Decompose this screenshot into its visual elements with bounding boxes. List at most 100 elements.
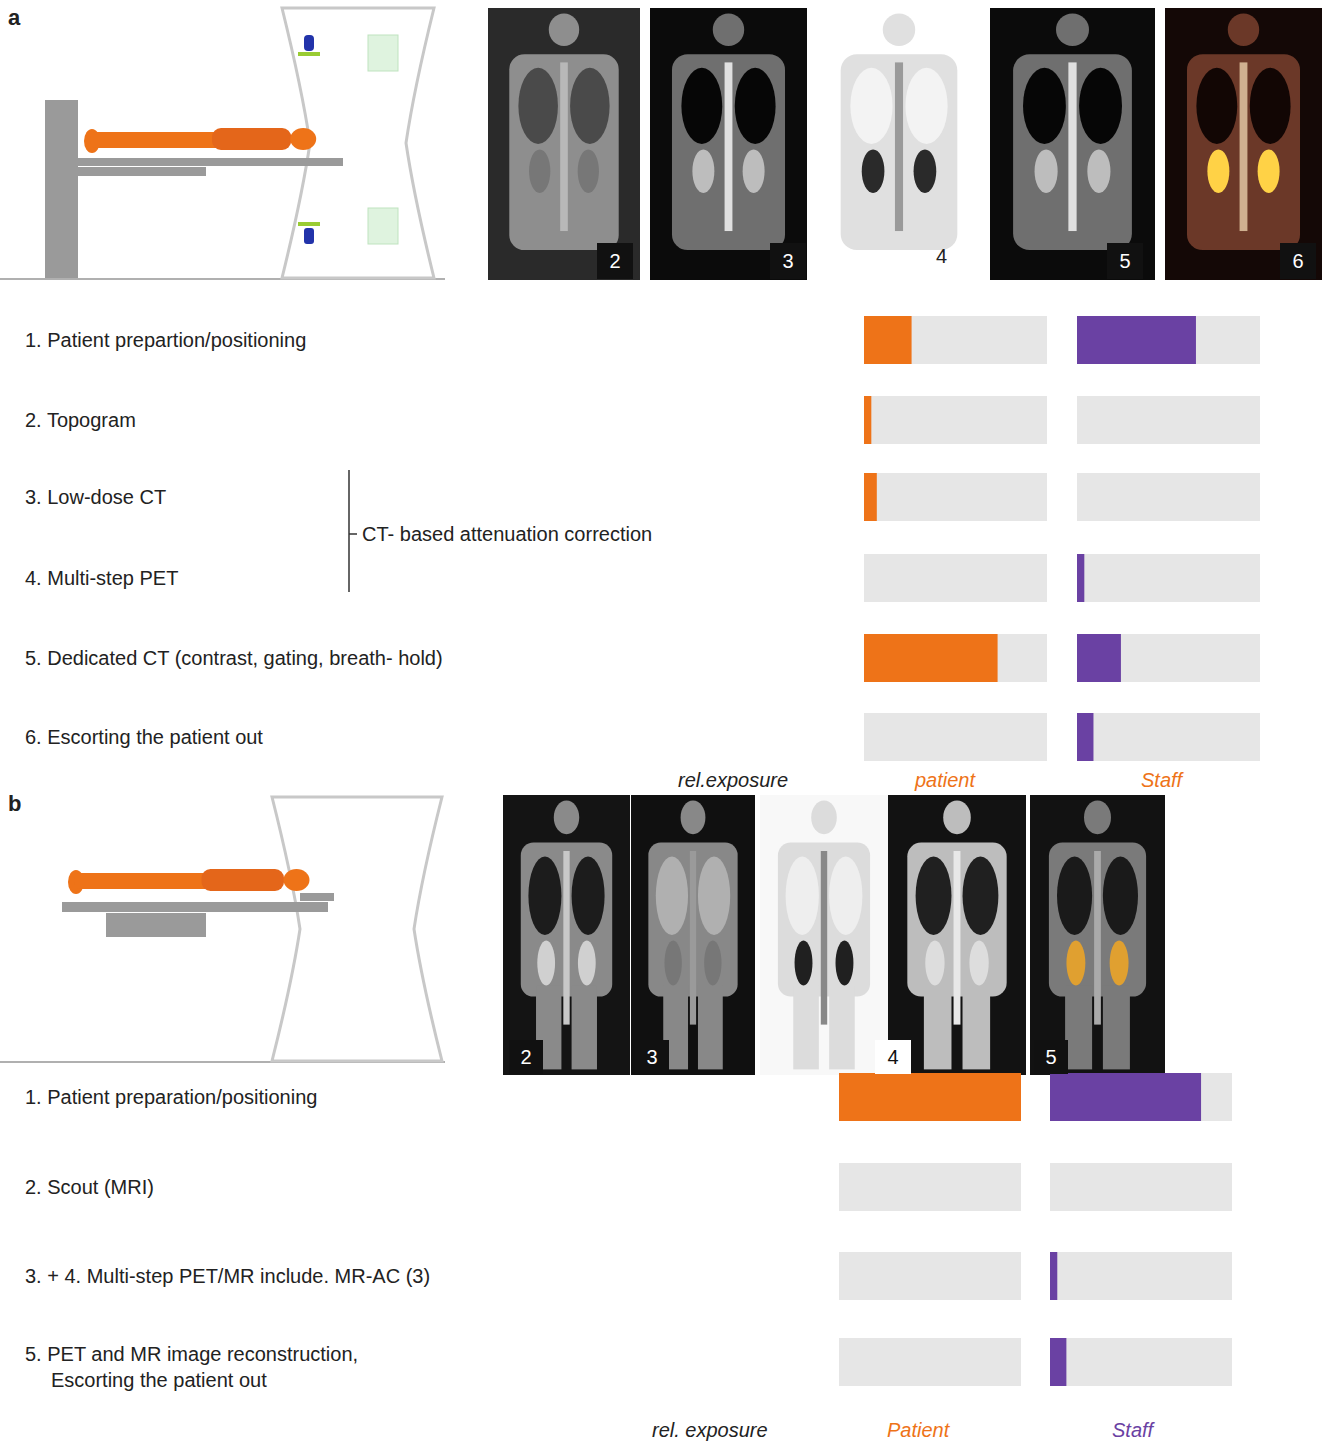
bar-track — [1050, 1163, 1232, 1211]
callout-number: 3 — [646, 1046, 657, 1069]
kidney — [529, 149, 550, 193]
callout-box: 3 — [770, 243, 806, 279]
scan-image — [650, 8, 807, 280]
table-support — [66, 167, 206, 176]
spine — [725, 62, 733, 231]
head — [1084, 801, 1111, 835]
scan-image — [760, 795, 888, 1075]
table-top — [62, 902, 328, 912]
callout-box: 5 — [1107, 243, 1143, 279]
patient-bar — [864, 396, 871, 444]
lung — [905, 68, 947, 144]
kidney — [664, 941, 681, 986]
head — [883, 13, 915, 46]
ct-tube — [304, 35, 314, 51]
kidney — [1087, 149, 1110, 193]
row-label: 1. Patient preparation/positioning — [25, 1084, 317, 1110]
pet-ring — [368, 208, 398, 244]
lung — [1057, 857, 1092, 935]
lung — [570, 68, 610, 144]
image-ground — [760, 795, 888, 1075]
callout-number: 2 — [520, 1046, 531, 1069]
staff-bar — [1077, 316, 1196, 364]
lung — [1023, 68, 1066, 144]
kidney — [692, 149, 714, 193]
lung — [1103, 857, 1138, 935]
lung — [829, 857, 862, 935]
kidney — [1066, 941, 1085, 986]
bar-track — [1077, 554, 1260, 602]
bar-track — [1077, 473, 1260, 521]
lung — [572, 857, 605, 935]
torso — [841, 54, 958, 250]
bar-track — [864, 396, 1047, 444]
callout-box: 3 — [635, 1040, 669, 1074]
staff-bar — [1077, 554, 1084, 602]
kidney — [578, 941, 596, 986]
leg — [572, 985, 597, 1069]
kidney — [914, 149, 937, 193]
lung — [656, 857, 688, 935]
gantry-outline — [272, 797, 442, 1061]
kidney — [1110, 941, 1129, 986]
bar-track — [864, 713, 1047, 761]
bar-track — [1050, 1252, 1232, 1300]
patient-figure — [84, 128, 316, 153]
lung — [681, 68, 722, 144]
bar-track — [1077, 713, 1260, 761]
callout-number: 4 — [936, 243, 947, 269]
spine — [954, 851, 961, 1025]
callout-number: 5 — [1045, 1046, 1056, 1069]
image-ground — [818, 8, 980, 280]
callout-box: 2 — [597, 243, 633, 279]
head — [811, 801, 837, 835]
panel-letter: a — [8, 4, 20, 33]
table-pedestal — [45, 100, 78, 278]
head — [1056, 13, 1089, 46]
kidney — [862, 149, 885, 193]
lung — [963, 857, 999, 935]
bar-track — [839, 1073, 1021, 1121]
bar-track — [1050, 1073, 1232, 1121]
leg — [698, 985, 723, 1069]
lung — [1250, 68, 1291, 144]
callout-box: 5 — [1034, 1040, 1068, 1074]
lung — [518, 68, 558, 144]
panel-letter: b — [8, 790, 21, 819]
row-label: 5. Dedicated CT (contrast, gating, breat… — [25, 645, 443, 671]
torso — [672, 54, 785, 250]
bar-track — [839, 1163, 1021, 1211]
torso — [509, 54, 618, 250]
patient-bar — [839, 1073, 1021, 1121]
kidney — [795, 941, 813, 986]
leg — [1065, 985, 1092, 1069]
table-pedestal — [106, 913, 206, 937]
bracket-label: CT- based attenuation correction — [360, 521, 654, 547]
torso — [212, 128, 291, 150]
column-header: Staff — [1112, 1417, 1153, 1443]
head — [549, 13, 579, 46]
scan-image — [818, 8, 980, 280]
bar-track — [864, 473, 1047, 521]
bar-track — [839, 1252, 1021, 1300]
row-label: 6. Escorting the patient out — [25, 724, 263, 750]
callout-number: 6 — [1292, 250, 1303, 273]
callout-number: 5 — [1119, 250, 1130, 273]
kidney — [743, 149, 765, 193]
leg — [793, 985, 819, 1069]
kidney — [969, 941, 988, 986]
callout-box: 6 — [1280, 243, 1316, 279]
spine — [1094, 851, 1101, 1025]
staff-bar — [1077, 634, 1121, 682]
ct-collimator — [298, 52, 320, 56]
lung — [1079, 68, 1122, 144]
bracket — [348, 470, 350, 592]
kidney — [1035, 149, 1058, 193]
scan-image — [1030, 795, 1165, 1075]
legs — [74, 873, 212, 889]
bar-track — [1077, 634, 1260, 682]
kidney — [578, 149, 599, 193]
image-ground — [631, 795, 755, 1075]
kidney — [704, 941, 721, 986]
bar-track — [864, 634, 1047, 682]
